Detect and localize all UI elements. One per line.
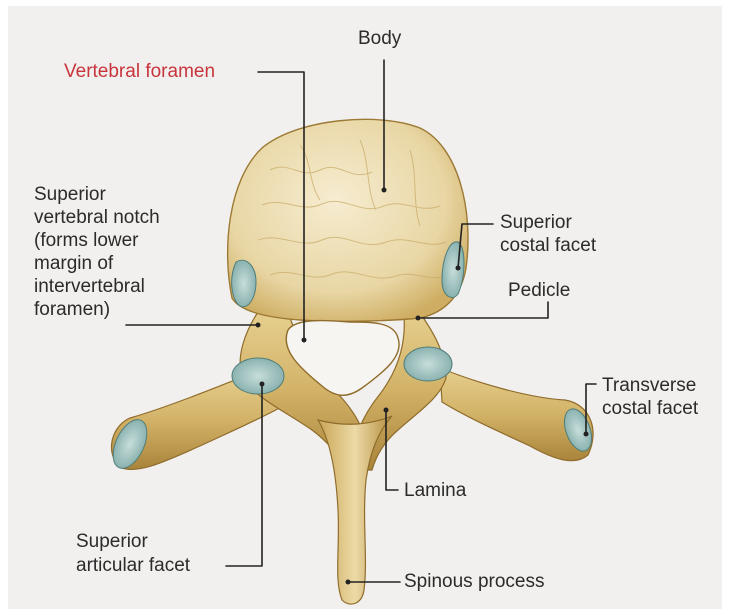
leader-superior-articular-facet-dot <box>260 382 265 387</box>
label-superior-vertebral-notch: Superior vertebral notch (forms lower ma… <box>34 183 160 321</box>
leader-spinous-process-dot <box>346 580 351 585</box>
left-superior-articular-facet <box>232 358 284 394</box>
leader-body-dot <box>382 188 387 193</box>
label-superior-costal-facet: Superior costal facet <box>500 211 596 257</box>
right-superior-articular-facet <box>404 347 452 381</box>
leader-superior-costal-facet-dot <box>456 266 461 271</box>
label-transverse-costal-facet: Transverse costal facet <box>602 374 698 420</box>
label-pedicle: Pedicle <box>508 280 570 302</box>
label-lamina: Lamina <box>404 480 466 502</box>
left-superior-costal-facet <box>232 260 256 307</box>
leader-lamina-dot <box>384 408 389 413</box>
label-spinous-process: Spinous process <box>404 571 544 593</box>
leader-transverse-costal-facet-dot <box>584 432 589 437</box>
vertebral-body <box>228 119 468 321</box>
label-body: Body <box>358 28 401 50</box>
label-vertebral-foramen: Vertebral foramen <box>64 61 215 83</box>
leader-pedicle-dot <box>416 316 421 321</box>
leader-vertebral-foramen-dot <box>302 338 307 343</box>
leader-superior-vertebral-notch-dot <box>256 323 261 328</box>
label-superior-articular-facet: Superior articular facet <box>76 530 190 578</box>
